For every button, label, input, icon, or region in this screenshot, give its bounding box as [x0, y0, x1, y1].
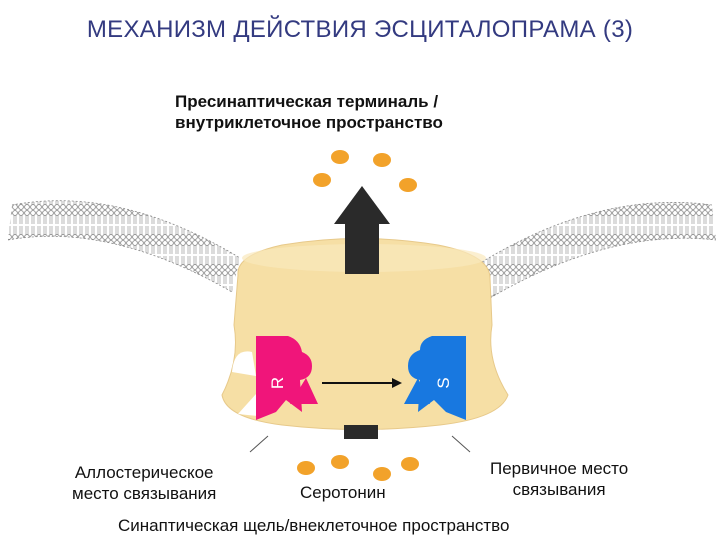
serotonin-molecule: [331, 150, 349, 164]
serotonin-molecule: [331, 455, 349, 469]
serotonin-molecule: [297, 461, 315, 475]
white-ligand-notch: [232, 351, 258, 416]
primary-label-line2: связывания: [512, 480, 606, 499]
presynaptic-label: Пресинаптическая терминаль / внутриклето…: [175, 91, 443, 133]
page-title: МЕХАНИЗМ ДЕЙСТВИЯ ЭСЦИТАЛОПРАМА (3): [86, 16, 634, 43]
primary-pointer-line: [451, 435, 471, 453]
serotonin-molecule: [373, 467, 391, 481]
serotonin-molecules-top: [313, 150, 417, 192]
transport-arrow-up: [334, 186, 390, 274]
allosteric-label: Аллостерическое место связывания: [72, 462, 216, 504]
serotonin-molecule: [399, 178, 417, 192]
serotonin-molecule: [373, 153, 391, 167]
serotonin-molecules-bottom: [297, 455, 419, 481]
presynaptic-label-line2: внутриклеточное пространство: [175, 113, 443, 132]
serotonin-molecule: [313, 173, 331, 187]
transport-arrow-stub: [344, 425, 378, 439]
allosteric-site-letter: R: [268, 377, 287, 389]
allosteric-site: [256, 336, 318, 420]
serotonin-molecule: [401, 457, 419, 471]
primary-site: [404, 336, 466, 420]
presynaptic-label-line1: Пресинаптическая терминаль /: [175, 92, 439, 111]
allosteric-label-line1: Аллостерическое: [74, 463, 214, 482]
membrane-left: [7, 200, 241, 293]
serotonin-label: Серотонин: [300, 483, 386, 502]
primary-site-letter: S: [434, 377, 453, 388]
primary-site-label: Первичное место связывания: [490, 458, 628, 500]
allosteric-pointer-line: [249, 435, 269, 453]
synaptic-cleft-label: Синаптическая щель/внеклеточное простран…: [118, 516, 510, 535]
membrane-right: [481, 202, 717, 299]
primary-label-line1: Первичное место: [490, 459, 629, 478]
allosteric-label-line2: место связывания: [72, 484, 217, 503]
binding-arrow: [322, 378, 402, 388]
